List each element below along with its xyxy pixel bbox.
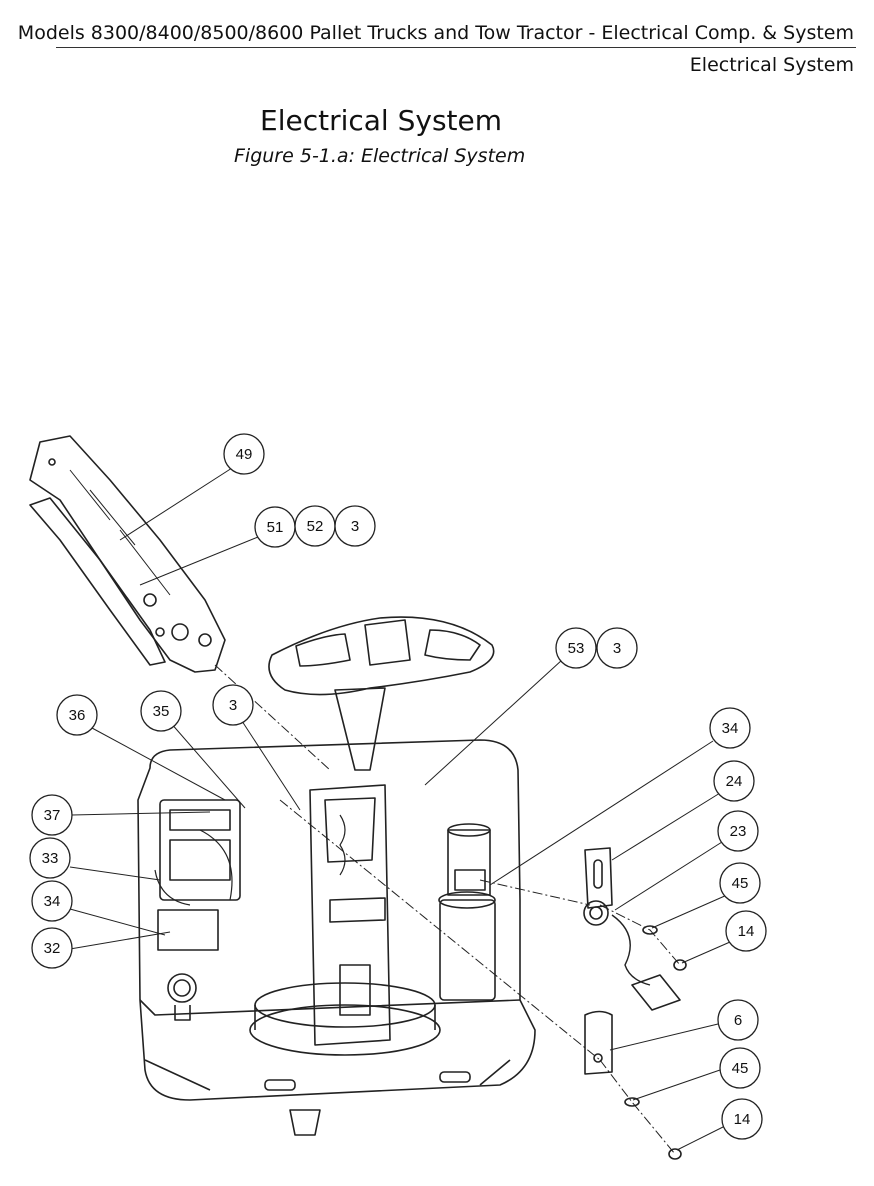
- svg-text:24: 24: [726, 773, 743, 790]
- svg-text:23: 23: [730, 823, 747, 840]
- svg-text:36: 36: [69, 707, 86, 724]
- svg-text:3: 3: [229, 697, 237, 714]
- callout-3: 3: [212, 684, 254, 726]
- tiller-arm: [29, 435, 226, 673]
- svg-text:32: 32: [44, 940, 61, 957]
- callout-3: 3: [596, 627, 638, 669]
- header-divider: [56, 47, 856, 48]
- svg-text:49: 49: [236, 446, 253, 463]
- chassis: [137, 739, 536, 1136]
- callout-51: 51: [254, 506, 296, 548]
- svg-text:37: 37: [44, 807, 61, 824]
- callout-32: 32: [31, 927, 73, 969]
- svg-text:51: 51: [267, 519, 284, 536]
- controller-panel: [154, 799, 241, 1021]
- svg-text:14: 14: [738, 923, 755, 940]
- svg-text:3: 3: [613, 640, 621, 657]
- callout-45: 45: [719, 862, 761, 904]
- callout-33: 33: [29, 837, 71, 879]
- callout-14: 14: [725, 910, 767, 952]
- callout-23: 23: [717, 810, 759, 852]
- document-header: Models 8300/8400/8500/8600 Pallet Trucks…: [17, 22, 854, 44]
- leader-lines: [69, 467, 731, 1151]
- section-header: Electrical System: [689, 54, 854, 76]
- callout-45: 45: [719, 1047, 761, 1089]
- pump-motor: [438, 823, 496, 1001]
- callout-52: 52: [294, 505, 336, 547]
- assembly-lines: [214, 664, 681, 1155]
- svg-text:45: 45: [732, 875, 749, 892]
- exploded-parts: [583, 847, 687, 1160]
- callout-6: 6: [717, 999, 759, 1041]
- svg-text:34: 34: [44, 893, 61, 910]
- svg-text:34: 34: [722, 720, 739, 737]
- drive-motor: [249, 784, 441, 1056]
- svg-text:53: 53: [568, 640, 585, 657]
- callout-34: 34: [31, 880, 73, 922]
- svg-text:35: 35: [153, 703, 170, 720]
- svg-text:33: 33: [42, 850, 59, 867]
- callout-35: 35: [140, 690, 182, 732]
- callout-24: 24: [713, 760, 755, 802]
- callout-37: 37: [31, 794, 73, 836]
- callout-49: 49: [223, 433, 265, 475]
- callout-36: 36: [56, 694, 98, 736]
- callout-14: 14: [721, 1098, 763, 1140]
- callout-53: 53: [555, 627, 597, 669]
- callout-34: 34: [709, 707, 751, 749]
- tiller-handle: [268, 616, 495, 771]
- svg-text:3: 3: [351, 518, 359, 535]
- svg-text:14: 14: [734, 1111, 751, 1128]
- page-title: Electrical System: [260, 104, 503, 137]
- svg-text:52: 52: [307, 518, 324, 535]
- callouts: 49 51 52 3 53 3 36 35 3 34 24 37 23 33 4…: [29, 433, 767, 1140]
- callout-3: 3: [334, 505, 376, 547]
- svg-text:45: 45: [732, 1060, 749, 1077]
- svg-text:6: 6: [734, 1012, 742, 1029]
- figure-caption: Figure 5-1.a: Electrical System: [234, 145, 526, 167]
